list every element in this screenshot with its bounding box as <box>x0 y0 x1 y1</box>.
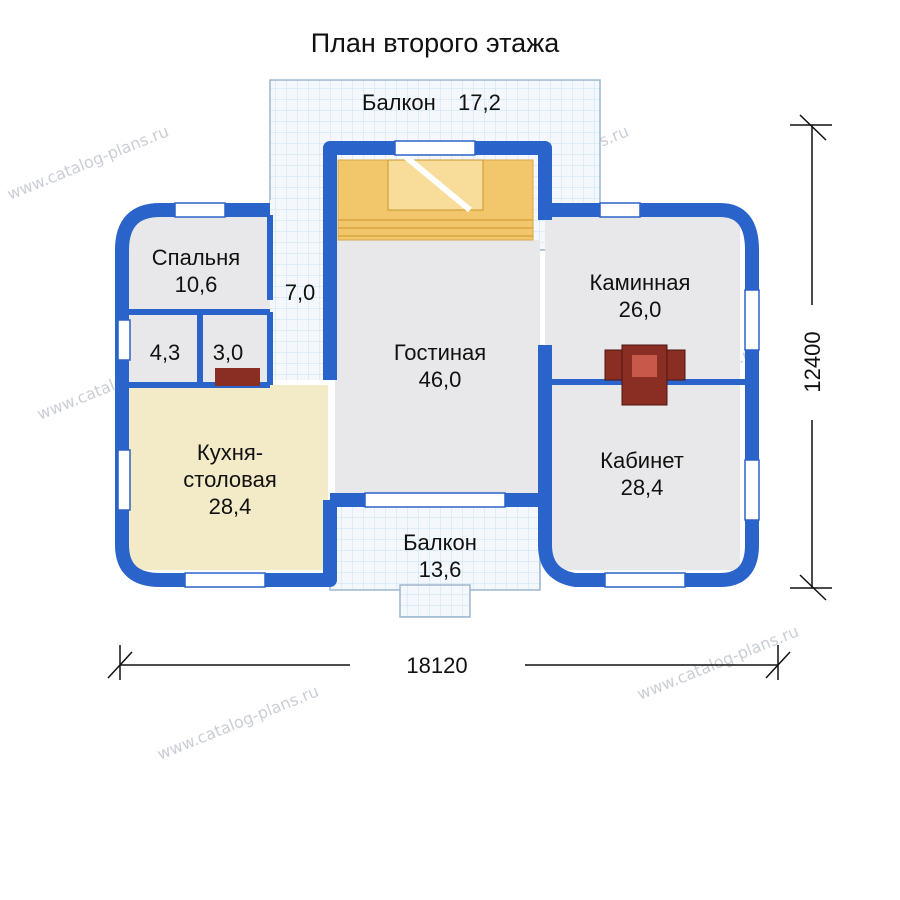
watermark-text: www.catalog-plans.ru <box>154 682 321 764</box>
living-room-floor <box>335 240 540 495</box>
room-name: Каминная <box>590 270 691 295</box>
corridor-floor <box>270 200 330 380</box>
room-name: Спальня <box>152 245 240 270</box>
fireplace <box>604 344 686 406</box>
room-area: 28,4 <box>209 494 252 519</box>
watermark-text: www.catalog-plans.ru <box>634 622 801 704</box>
watermark-text: www.catalog-plans.ru <box>4 122 171 204</box>
room-name: Кухня- <box>197 440 263 465</box>
room-name: Гостиная <box>394 340 486 365</box>
plan-title: План второго этажа <box>311 28 561 58</box>
dimension-width <box>107 645 791 680</box>
stairs <box>337 149 534 241</box>
kitchen-floor <box>128 385 328 570</box>
room-area: 13,6 <box>419 557 462 582</box>
room-area: 7,0 <box>285 280 316 305</box>
room-area: 10,6 <box>175 272 218 297</box>
depth-dimension: 12400 <box>800 331 825 392</box>
stove <box>215 368 260 386</box>
room-area: 17,2 <box>458 90 501 115</box>
room-area: 46,0 <box>419 367 462 392</box>
width-dimension: 18120 <box>406 653 467 678</box>
dimension-depth <box>790 114 832 601</box>
balcony-step <box>399 584 471 618</box>
windows <box>117 140 760 588</box>
room-area: 3,0 <box>213 340 244 365</box>
room-name: Балкон <box>403 530 477 555</box>
bedroom-floor <box>128 215 270 310</box>
room-labels: Балкон 17,2 Спальня 10,6 7,0 4,3 3,0 Гос… <box>150 90 691 582</box>
study-floor <box>545 385 740 570</box>
room-area: 28,4 <box>621 475 664 500</box>
room-name: столовая <box>183 467 277 492</box>
room-name: Балкон <box>362 90 436 115</box>
room-area: 4,3 <box>150 340 181 365</box>
room-area: 26,0 <box>619 297 662 322</box>
room-name: Кабинет <box>600 448 684 473</box>
